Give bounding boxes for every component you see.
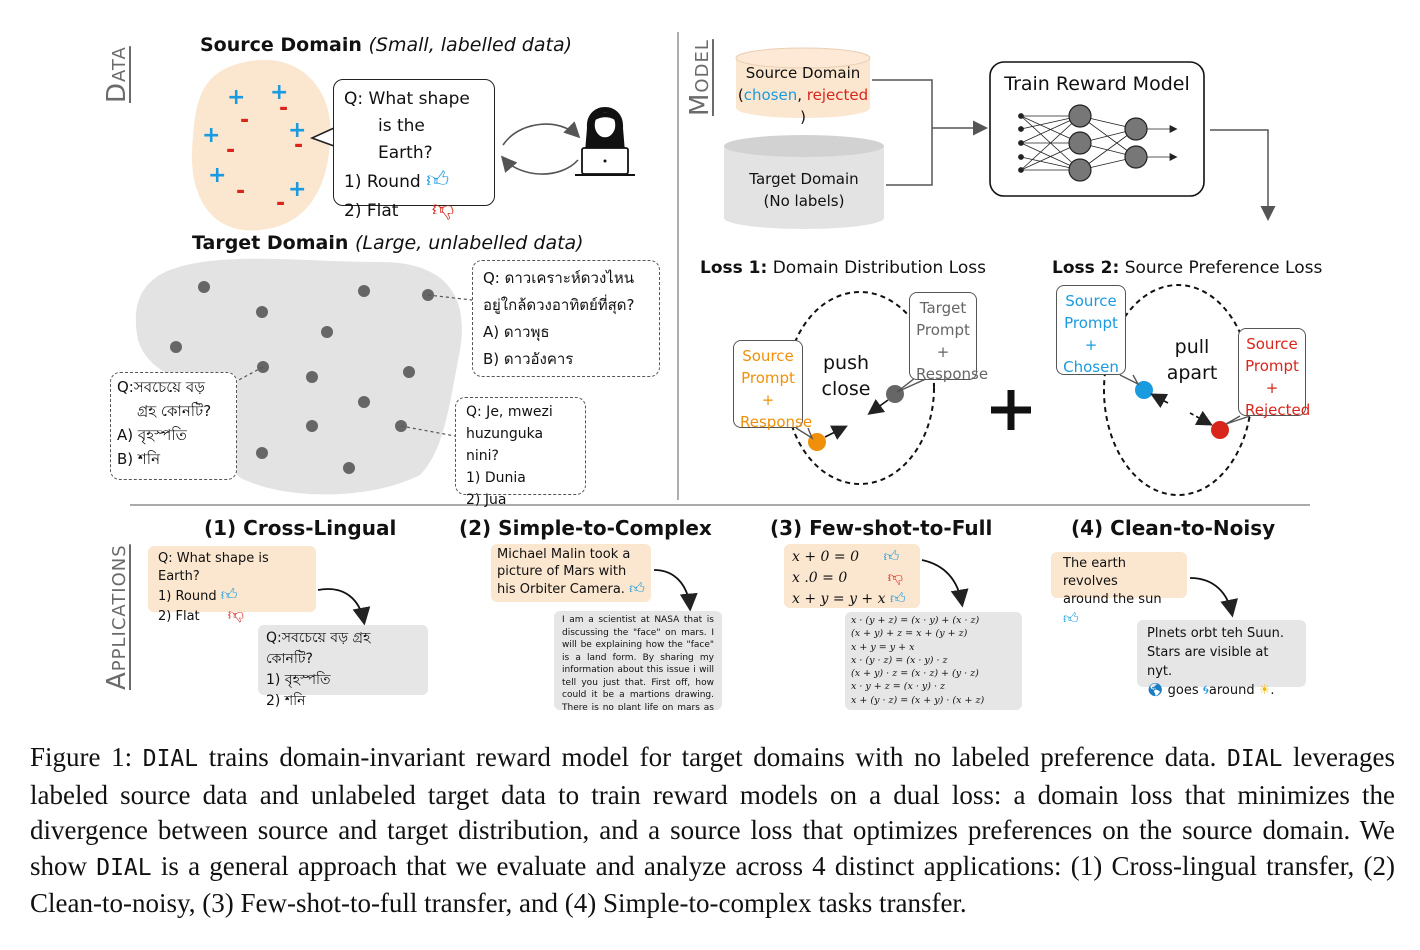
clean-target-box: Plnets orbt teh Suun. Stars are visible … [1137,620,1306,698]
source-bubble-tail [795,427,814,440]
clean-source-box: The earth revolves around the sun 👍︎ [1051,552,1187,627]
cross-lingual-target-box: Q:সবচেয়ে বড় গ্রহ কোনটি? 1) বৃহস্পতি 2)… [258,625,428,709]
clean-to-noisy-arrow [1189,577,1238,618]
cross-lingual-source-box: Q: What shape is Earth? 1) Round 👍︎ 2) F… [148,546,316,624]
app-title-few-shot-to-full: (3) Few-shot-to-Full [770,516,993,540]
thumbs-down-icon: 👎︎ [227,605,245,624]
train-reward-model-label: Train Reward Model [1004,73,1190,95]
globe-icon: 🌎︎ [1147,683,1164,698]
section-label-data: Data [102,46,132,103]
section-label-applications: Applications [102,544,132,690]
few-shot-target-box: x · (y + z) = (x · y) + (x · z)(x + y) +… [845,612,1022,710]
push-close-arrow-2 [824,425,848,440]
thumbs-up-icon: 👍︎ [220,585,238,604]
neural-network-icon [1018,104,1178,182]
database-to-model-arrows [872,79,1276,221]
svg-text:-: - [236,179,245,204]
pull-apart-arrow-2 [1189,410,1213,426]
app-title-simple-to-complex: (2) Simple-to-Complex [459,516,712,540]
target-point [886,385,904,403]
source-domain-blob [191,59,331,231]
target-unlabelled-points [170,281,434,474]
simple-target-box: I am a scientist at NASA that is discuss… [554,611,722,710]
svg-text:+: + [227,85,245,110]
thumbs-up-icon: 👍︎ [889,589,906,607]
loss2-title: Loss 2: Source Preference Loss [1052,258,1323,278]
svg-text:-: - [226,138,235,163]
pull-apart-arrow-1 [1150,393,1169,409]
loss1-dashed-ellipse [785,291,935,485]
svg-text:-: - [294,133,303,158]
loss2-dashed-ellipse [1103,284,1253,496]
section-label-model: Model [685,39,715,116]
loss1-title: Loss 1: Domain Distribution Loss [700,258,986,278]
simple-source-box: Michael Malin took a picture of Mars wit… [491,544,651,602]
svg-text:-: - [240,108,249,133]
source-domain-database [735,47,871,118]
target-domain-blob [135,258,462,495]
thai-question-card: Q: ดาวเคราะห์ดวงไหน อยู่ใกล้ดวงอาทิตย์ที… [472,260,660,377]
chosen-bubble-tail [1119,374,1140,386]
svg-text:+: + [202,123,220,148]
annotation-arrows [502,121,581,146]
bengali-question-card: Q:সবচেয়ে বড় গ্রহ কোনটি? A) বৃহস্পতি B)… [110,372,237,480]
cross-lingual-arrow [317,588,371,626]
target-bubble-tail [896,377,929,393]
svg-text:+: + [270,80,288,105]
few-shot-source-box: x + 0 = 0 👍︎ x .0 = 0 👎︎ x + y = y + x 👍… [784,544,920,608]
rejected-point [1211,421,1229,439]
thumbs-down-icon: 👎︎ [887,568,903,586]
figure-caption: Figure 1: DIAL trains domain-invariant r… [30,742,1395,918]
source-plus-minus-marks: + + + + + + - - - - - - [202,80,306,216]
app-title-clean-to-noisy: (4) Clean-to-Noisy [1071,516,1276,540]
few-shot-arrow [921,559,969,608]
swahili-question-card: Q: Je, mwezi huzunguka nini? 1) Dunia 2)… [455,397,586,508]
source-question-card: Q: What shape is the Earth? 1) Round 👍︎ … [333,79,495,222]
svg-text:-: - [279,96,288,121]
thumbs-up-icon: 👍︎ [1063,609,1079,627]
target-db-label: Target Domain (No labels) [749,170,859,210]
thumbs-down-icon: 👎︎ [431,197,455,222]
source-card-tail [309,127,335,147]
annotator-person-icon [575,107,635,176]
thumbs-up-icon: 👍︎ [426,168,450,193]
push-close-arrow-1 [867,399,889,415]
plus-sign [991,390,1031,430]
spiral-icon: 🌀︎ [1202,683,1209,698]
target-card-connectors [234,294,473,437]
sun-icon: ☀︎ [1258,683,1271,698]
rejected-bubble-tail [1225,415,1251,425]
thumbs-up-icon: 👍︎ [883,547,900,565]
svg-text:+: + [288,118,306,143]
svg-text:-: - [276,191,285,216]
train-reward-model-box [989,61,1205,197]
app-title-cross-lingual: (1) Cross-Lingual [204,516,397,540]
target-domain-database [724,135,884,229]
simple-to-complex-arrow [653,569,698,612]
svg-text:+: + [208,163,226,188]
target-domain-title: Target Domain (Large, unlabelled data) [192,232,584,254]
thumbs-up-icon: 👍︎ [629,579,645,597]
svg-text:+: + [288,177,306,202]
source-domain-title: Source Domain (Small, labelled data) [200,34,573,56]
source-db-label: Source Domain (chosen, rejected ) [737,64,869,126]
